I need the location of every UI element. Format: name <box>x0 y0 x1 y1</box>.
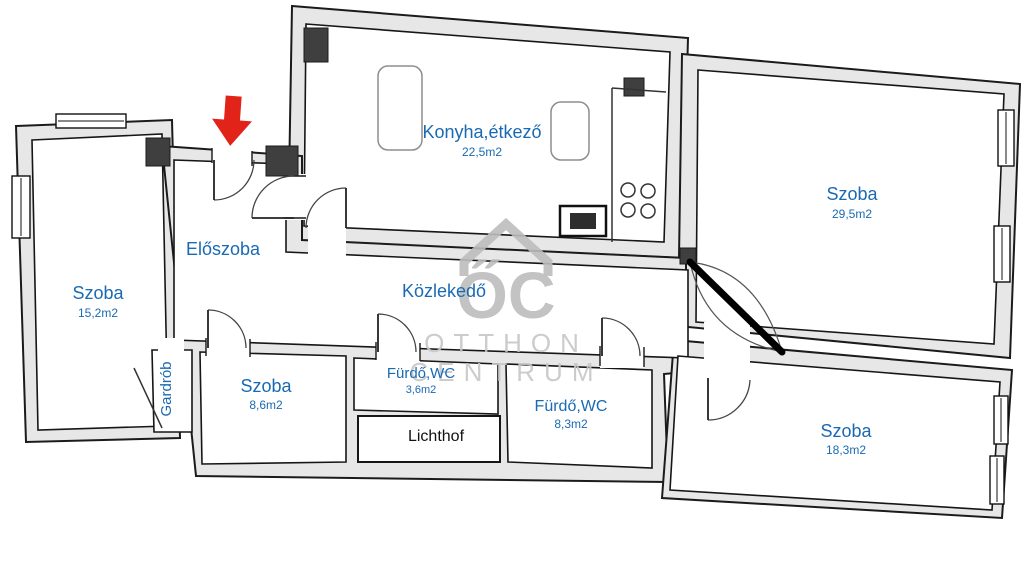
door-arc <box>207 309 247 349</box>
kitchen-door-opening <box>284 174 308 220</box>
otthon-centrum-watermark: ŐC OTTHON CENTRUM <box>410 217 603 387</box>
label-bath-large: Fürdő,WC <box>535 398 608 415</box>
room-bottom-right-interior <box>669 355 1001 511</box>
table-icon <box>550 101 590 161</box>
pier-kitchen-counter <box>623 77 645 97</box>
kitchen-fixtures <box>377 65 667 242</box>
bath-small-door-opening <box>376 340 420 362</box>
door-arc <box>213 159 255 201</box>
stove-burner-icon <box>620 182 636 198</box>
door-arc <box>305 187 347 229</box>
doors <box>133 159 786 429</box>
stove-burner-icon <box>640 183 656 199</box>
label-bath-small: Fürdő,WC <box>387 365 456 382</box>
label-room-small: Szoba <box>240 376 292 396</box>
label-room-bottom-right-area: 18,3m2 <box>826 443 866 457</box>
bath-small-interior <box>353 357 499 415</box>
label-corridor: Közlekedő <box>402 281 486 301</box>
entrance-arrow-icon <box>212 95 252 146</box>
watermark-line1: OTTHON <box>424 328 588 358</box>
lichthof-interior <box>357 415 501 463</box>
watermark-line2: CENTRUM <box>410 357 603 387</box>
door-swing-arc <box>689 261 783 353</box>
watermark-monogram: ŐC <box>457 258 556 332</box>
door-leaf <box>133 367 163 429</box>
entrance-opening <box>212 142 252 168</box>
room-bottom-right-door-opening <box>704 322 750 364</box>
wardrobe-opening <box>158 338 184 354</box>
pier-entrance-left <box>145 137 171 167</box>
counter-top <box>611 87 667 93</box>
label-room-left-area: 15,2m2 <box>78 306 118 320</box>
table-icon <box>377 65 423 151</box>
kitchen-corridor-opening <box>308 224 346 256</box>
door-arc <box>251 175 295 219</box>
house-logo-icon <box>459 217 553 276</box>
stove-burner-icon <box>640 203 656 219</box>
room-small-door-opening <box>206 336 250 358</box>
door-leaf-diagonal <box>686 258 786 356</box>
label-wardrobe: Gardrób <box>158 361 175 416</box>
pier-kitchen-topleft <box>303 27 329 63</box>
label-kitchen: Konyha,étkező <box>422 122 541 142</box>
label-room-top-right-area: 29,5m2 <box>832 207 872 221</box>
label-hall: Előszoba <box>186 239 261 259</box>
label-room-left: Szoba <box>72 283 124 303</box>
door-arc <box>377 313 417 353</box>
label-bath-large-area: 8,3m2 <box>554 417 588 431</box>
wall-openings <box>158 142 750 368</box>
oven-door-icon <box>570 213 596 229</box>
door-swing-arc <box>689 261 783 353</box>
wall-piers <box>145 27 697 265</box>
pier-entrance-right <box>265 145 299 177</box>
label-kitchen-area: 22,5m2 <box>462 145 502 159</box>
room-small-interior <box>199 351 347 465</box>
windows <box>11 109 1015 505</box>
label-room-top-right: Szoba <box>826 184 878 204</box>
label-room-small-area: 8,6m2 <box>249 398 283 412</box>
stove-burner-icon <box>620 202 636 218</box>
room-top-right-interior <box>695 69 1005 345</box>
room-labels: Konyha,étkező 22,5m2 Szoba 29,5m2 Szoba … <box>72 122 878 457</box>
label-bath-small-area: 3,6m2 <box>406 384 437 396</box>
door-arc <box>707 379 751 421</box>
kitchen-interior <box>303 23 671 243</box>
bath-large-door-opening <box>600 344 644 368</box>
label-room-bottom-right: Szoba <box>820 421 872 441</box>
room-left-interior <box>31 133 169 431</box>
label-lichthof: Lichthof <box>408 428 465 445</box>
door-arc <box>601 317 641 357</box>
